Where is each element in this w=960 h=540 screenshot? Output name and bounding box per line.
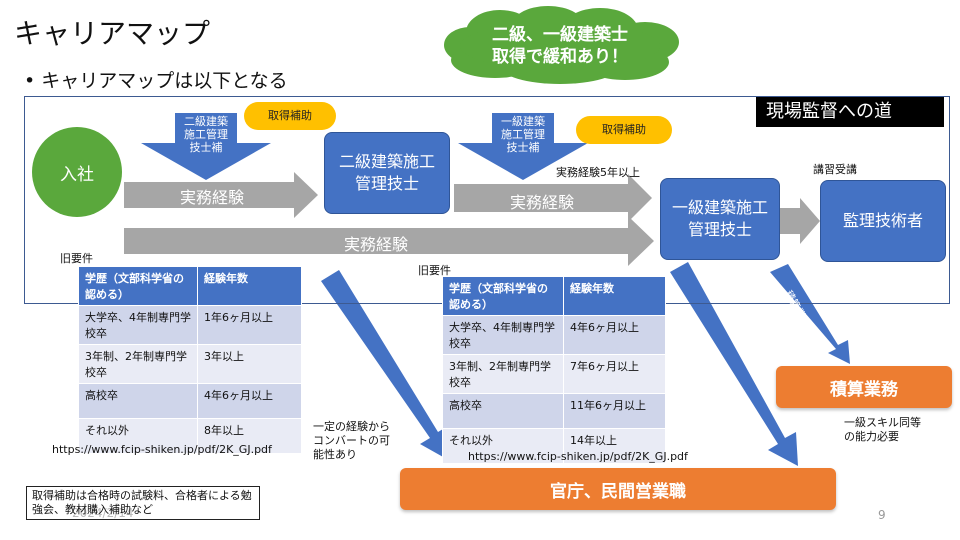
table-cell: 1年6ヶ月以上: [197, 305, 302, 345]
page-number: 9: [878, 508, 886, 522]
table-cell: 14年以上: [563, 428, 666, 464]
supervisor-box: 監理技術者: [820, 180, 946, 262]
req-table-left: 学歴（文部科学省の認める） 経験年数 大学卒、4年制専門学校卒 1年6ヶ月以上 …: [78, 266, 302, 454]
level1-line2: 管理技士: [687, 220, 752, 239]
table-cell: 11年6ヶ月以上: [563, 393, 666, 429]
table-row: 高校卒 11年6ヶ月以上: [442, 393, 666, 429]
subsidy-pill-left: 取得補助: [244, 102, 336, 130]
subsidy-pill-right: 取得補助: [576, 116, 672, 144]
down-arrow-right: [458, 113, 588, 180]
bullet-label: キャリアマップは以下となる: [41, 70, 288, 92]
road-label: 現場監督への道: [756, 97, 944, 127]
table-row: 大学卒、4年制専門学校卒 4年6ヶ月以上: [442, 315, 666, 355]
arrow-to-supervisor: [780, 198, 820, 244]
table-row: 高校卒 4年6ヶ月以上: [78, 383, 302, 419]
table-row: それ以外 8年以上: [78, 418, 302, 454]
cloud-line2: 取得で緩和あり！: [492, 47, 628, 67]
old-req-left: 旧要件: [60, 252, 93, 265]
down-left-line3: 技士補: [189, 141, 223, 154]
exp-label-3: 実務経験: [344, 235, 409, 254]
table-cell: 大学卒、4年制専門学校卒: [442, 315, 564, 355]
level2-line2: 管理技士: [354, 174, 419, 193]
table-cell: 大学卒、4年制専門学校卒: [78, 305, 198, 345]
cloud-line1: 二級、一級建築士: [492, 25, 628, 45]
subsidy-note: 取得補助は合格時の試験料、合格者による勉強会、教材購入補助など: [26, 486, 260, 520]
table-row: 3年制、2年制専門学校卒 7年6ヶ月以上: [442, 354, 666, 394]
table-cell: 8年以上: [197, 418, 302, 454]
table-cell: 3年以上: [197, 344, 302, 384]
table-row: それ以外 14年以上: [442, 428, 666, 464]
exp-arrow-3: [124, 216, 654, 266]
cloud-shape: [444, 6, 679, 84]
down-right-line1: 一級建築: [501, 115, 545, 128]
exp-label-2: 実務経験: [510, 193, 575, 212]
down-right-line2: 施工管理: [501, 128, 545, 141]
diag-arrow-sales-left: [321, 270, 452, 462]
down-left-line1: 二級建築: [184, 115, 228, 128]
table-cell: それ以外: [442, 428, 564, 464]
table-cell: 4年6ヶ月以上: [563, 315, 666, 355]
convert-note-line3: 能性あり: [313, 448, 357, 461]
table-left-header-edu: 学歴（文部科学省の認める）: [78, 266, 198, 306]
estimate-note-line2: の能力必要: [844, 430, 899, 443]
diag-arrow-estimate: [770, 264, 850, 364]
old-req-right: 旧要件: [418, 264, 451, 277]
table-cell: 4年6ヶ月以上: [197, 383, 302, 419]
url-left[interactable]: https://www.fcip-shiken.jp/pdf/2K_GJ.pdf: [52, 443, 272, 456]
table-row: 大学卒、4年制専門学校卒 1年6ヶ月以上: [78, 305, 302, 345]
exp-arrow-2: [454, 174, 652, 222]
table-cell: 高校卒: [78, 383, 198, 419]
estimate-note-line1: 一級スキル同等: [844, 416, 921, 429]
join-label: 入社: [60, 165, 94, 185]
convert-note-line2: コンバートの可: [313, 434, 390, 447]
course-label: 講習受講: [813, 163, 857, 176]
diag-arrow-sales-right: [670, 262, 798, 466]
date-label: 2024/2/14: [72, 506, 134, 520]
estimation-box: 積算業務: [776, 366, 952, 408]
cloud-text: 二級、一級建築士 取得で緩和あり！: [462, 24, 658, 68]
req-table-right: 学歴（文部科学省の認める） 経験年数 大学卒、4年制専門学校卒 4年6ヶ月以上 …: [442, 276, 666, 464]
sales-box: 官庁、民間営業職: [400, 468, 836, 510]
down-arrow-left-label: 二級建築 施工管理 技士補: [174, 115, 238, 154]
table-right-header-edu: 学歴（文部科学省の認める）: [442, 276, 564, 316]
down-left-line2: 施工管理: [184, 128, 228, 141]
bullet-text: • キャリアマップは以下となる: [24, 70, 288, 92]
table-cell: 3年制、2年制専門学校卒: [442, 354, 564, 394]
down-arrow-left: [141, 113, 271, 180]
level1-line1: 一級建築施工: [671, 198, 768, 217]
convert-note-line1: 一定の経験から: [313, 420, 390, 433]
down-arrow-right-label: 一級建築 施工管理 技士補: [491, 115, 555, 154]
exp5-label: 実務経験5年以上: [556, 166, 640, 179]
table-cell: 高校卒: [442, 393, 564, 429]
table-row: 3年制、2年制専門学校卒 3年以上: [78, 344, 302, 384]
url-right[interactable]: https://www.fcip-shiken.jp/pdf/2K_GJ.pdf: [468, 450, 688, 463]
estimate-note: 一級スキル同等 の能力必要: [844, 416, 921, 444]
table-right-header-years: 経験年数: [563, 276, 666, 316]
exp-arrow-1: [124, 172, 318, 218]
table-cell: それ以外: [78, 418, 198, 454]
down-right-line3: 技士補: [506, 141, 540, 154]
convert-note: 一定の経験から コンバートの可 能性あり: [313, 420, 390, 462]
exp-label-1: 実務経験: [180, 188, 245, 207]
join-circle: [32, 127, 122, 217]
page-title: キャリアマップ: [14, 17, 211, 50]
table-left-header-years: 経験年数: [197, 266, 302, 306]
level1-box: 一級建築施工 管理技士: [660, 178, 780, 260]
level2-line1: 二級建築施工: [338, 152, 435, 171]
table-cell: 3年制、2年制専門学校卒: [78, 344, 198, 384]
level2-box: 二級建築施工 管理技士: [324, 132, 450, 214]
table-cell: 7年6ヶ月以上: [563, 354, 666, 394]
